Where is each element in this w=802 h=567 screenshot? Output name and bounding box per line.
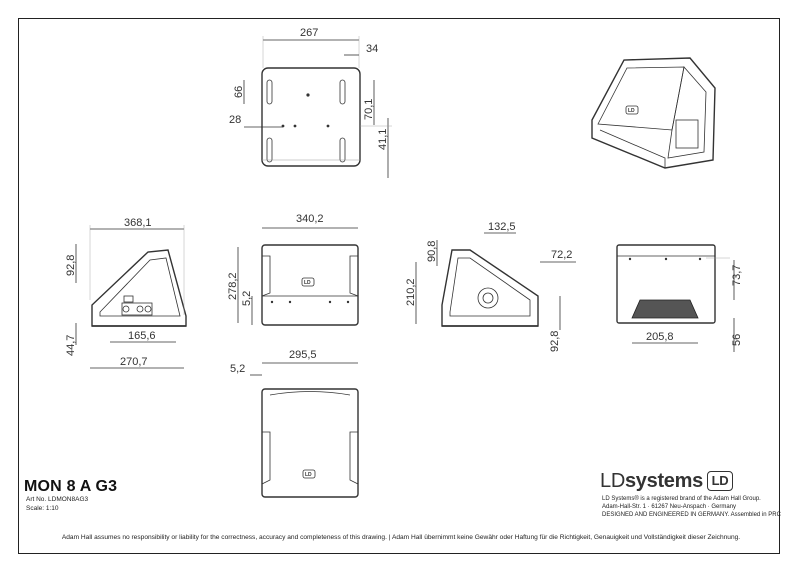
dim-rear-width: 205,8: [646, 331, 674, 343]
drawing-frame: [18, 18, 780, 554]
side-view-right: [415, 232, 576, 330]
logo-bottom: LD: [305, 472, 312, 478]
dim-front-height: 278,2: [227, 272, 239, 300]
bottom-view: [250, 362, 359, 498]
side-view-left: [75, 225, 187, 369]
front-view: [237, 227, 359, 326]
dim-side-bottom-left: 44,7: [65, 335, 77, 356]
dim-front-width: 340,2: [296, 213, 324, 225]
rear-view: [616, 244, 735, 352]
brand-line-3: DESIGNED AND ENGINEERED IN GERMANY. Asse…: [602, 512, 781, 518]
brand-prefix: LD: [600, 470, 625, 492]
logo-iso: LD: [628, 108, 635, 114]
dim-side-width: 368,1: [124, 217, 152, 229]
scale: Scale: 1:10: [26, 505, 59, 512]
brand-line-2: Adam-Hall-Str. 1 · 61267 Neu-Anspach · G…: [602, 504, 737, 510]
dim-side2-left-top: 90,8: [426, 241, 438, 262]
dim-side2-top: 132,5: [488, 221, 516, 233]
brand-badge: LD: [706, 471, 733, 491]
art-number: Art No. LDMON8AG3: [26, 496, 89, 503]
dim-side2-right: 72,2: [551, 249, 572, 261]
disclaimer: Adam Hall assumes no responsibility or l…: [61, 534, 741, 541]
top-view: [243, 36, 392, 178]
dim-bottom-small: 5,2: [230, 363, 245, 375]
product-title: MON 8 A G3: [24, 478, 118, 495]
dim-front-small: 5,2: [241, 291, 253, 306]
dim-side2-bottom: 92,8: [549, 331, 561, 352]
dim-rear-bottom: 56: [731, 334, 743, 346]
dim-top-offset: 34: [366, 43, 378, 55]
dim-top-66: 66: [233, 86, 245, 98]
iso-view: [591, 57, 716, 169]
dim-side2-height: 210,2: [405, 278, 417, 306]
dim-bottom-width: 295,5: [289, 349, 317, 361]
dim-top-70: 70,1: [363, 99, 375, 120]
dim-top-28: 28: [229, 114, 241, 126]
dim-top-41: 41,1: [377, 129, 389, 150]
dim-rear-height: 73,7: [731, 265, 743, 286]
brand-suffix: systems: [624, 470, 703, 492]
dim-side-inner: 165,6: [128, 330, 156, 342]
dim-top-width: 267: [300, 27, 318, 39]
dim-side-base: 270,7: [120, 356, 148, 368]
brand-line-1: LD Systems® is a registered brand of the…: [602, 496, 761, 502]
logo-front: LD: [304, 280, 311, 286]
dim-side-height-top: 92,8: [65, 255, 77, 276]
